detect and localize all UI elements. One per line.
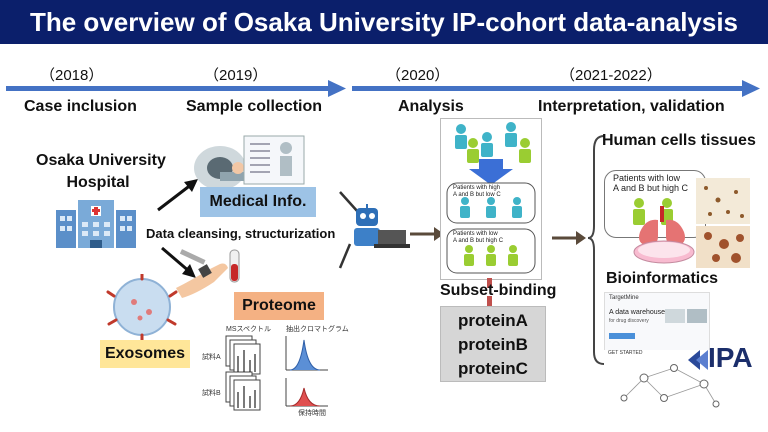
patients-high-label: Patients with high: [453, 185, 501, 191]
year-2020: （2020）: [386, 67, 450, 84]
ipa-logo-text: IPA: [708, 342, 753, 373]
hospital-icon: [56, 200, 136, 248]
retention-time-label: 保持時間: [298, 410, 326, 417]
year-2021-2022: （2021-2022）: [560, 67, 662, 84]
targetmine-brand: TargetMine: [609, 295, 639, 301]
robot-laptop-icon: [354, 204, 410, 248]
petri-dish-icon: [633, 240, 695, 264]
data-cleansing-label: Data cleansing, structurization: [146, 226, 336, 241]
protein-b: proteinB: [458, 335, 528, 354]
subset-binding-label: Subset-binding: [440, 282, 557, 299]
ipa-logo-icon: [688, 350, 708, 370]
blood-draw-icon: [176, 249, 240, 298]
validation-low-sub: A and B but high C: [613, 183, 689, 193]
exosomes-box: Exosomes: [100, 340, 190, 368]
ms-spectrum-label: MSスペクトル: [226, 326, 272, 333]
get-started-label: GET STARTED: [608, 350, 643, 356]
year-2019: （2019）: [204, 67, 268, 84]
phase-interpretation: Interpretation, validation: [538, 98, 725, 115]
proteome-box: Proteome: [234, 292, 324, 320]
year-2018: （2018）: [40, 67, 104, 84]
hospital-label: Osaka University Hospital: [36, 150, 166, 194]
subset-connector: [487, 278, 492, 308]
hospital-line1: Osaka University: [36, 152, 166, 169]
human-cells-label: Human cells tissues: [602, 132, 756, 149]
targetmine-thumb-1: [665, 309, 685, 323]
protein-a: proteinA: [458, 311, 528, 330]
lungs-icon: [639, 206, 685, 246]
exosome-icon: [106, 274, 178, 340]
phase-case-inclusion: Case inclusion: [24, 98, 137, 115]
targetmine-heading: A data warehouse: [609, 309, 666, 316]
phase-analysis: Analysis: [398, 98, 464, 115]
sample-b-label: 試料B: [202, 390, 221, 397]
patients-low-label: Patients with low: [453, 231, 498, 237]
targetmine-thumb-2: [687, 309, 707, 323]
hospital-line2: Hospital: [66, 174, 130, 191]
page-title: The overview of Osaka University IP-coho…: [0, 0, 768, 44]
patient-figures: [446, 122, 536, 274]
tissue-stain-images: [696, 178, 750, 268]
arrow-and-bracket: [552, 135, 605, 365]
targetmine-sub: for drug discovery: [609, 318, 649, 324]
sample-a-label: 試料A: [202, 354, 221, 361]
timeline-arrows: [6, 80, 760, 97]
flow-arrows-left: [157, 179, 359, 278]
bioinformatics-label: Bioinformatics: [606, 270, 719, 287]
targetmine-button: [609, 333, 635, 339]
medical-chart-icon: [243, 135, 305, 185]
targetmine-screen: TargetMine A data warehouse for drug dis…: [604, 292, 710, 352]
medical-info-box: Medical Info.: [200, 187, 316, 217]
ms-plots: [225, 335, 328, 411]
patients-high-sub: A and B but low C: [453, 192, 501, 198]
ms-spectrum-panel: MSスペクトル 抽出クロマトグラム 試料A 試料B 保持時間: [196, 322, 349, 418]
analysis-panel: Patients with high A and B but low C Pat…: [440, 118, 542, 280]
protein-box: proteinA proteinB proteinC: [440, 306, 546, 382]
chromatogram-label: 抽出クロマトグラム: [286, 326, 349, 333]
arrow-to-analysis: [410, 227, 444, 241]
network-graph: [620, 364, 720, 408]
validation-low-label: Patients with low: [613, 173, 681, 183]
patients-low-sub: A and B but high C: [453, 238, 504, 244]
phase-sample-collection: Sample collection: [186, 98, 323, 115]
protein-c: proteinC: [458, 359, 528, 378]
